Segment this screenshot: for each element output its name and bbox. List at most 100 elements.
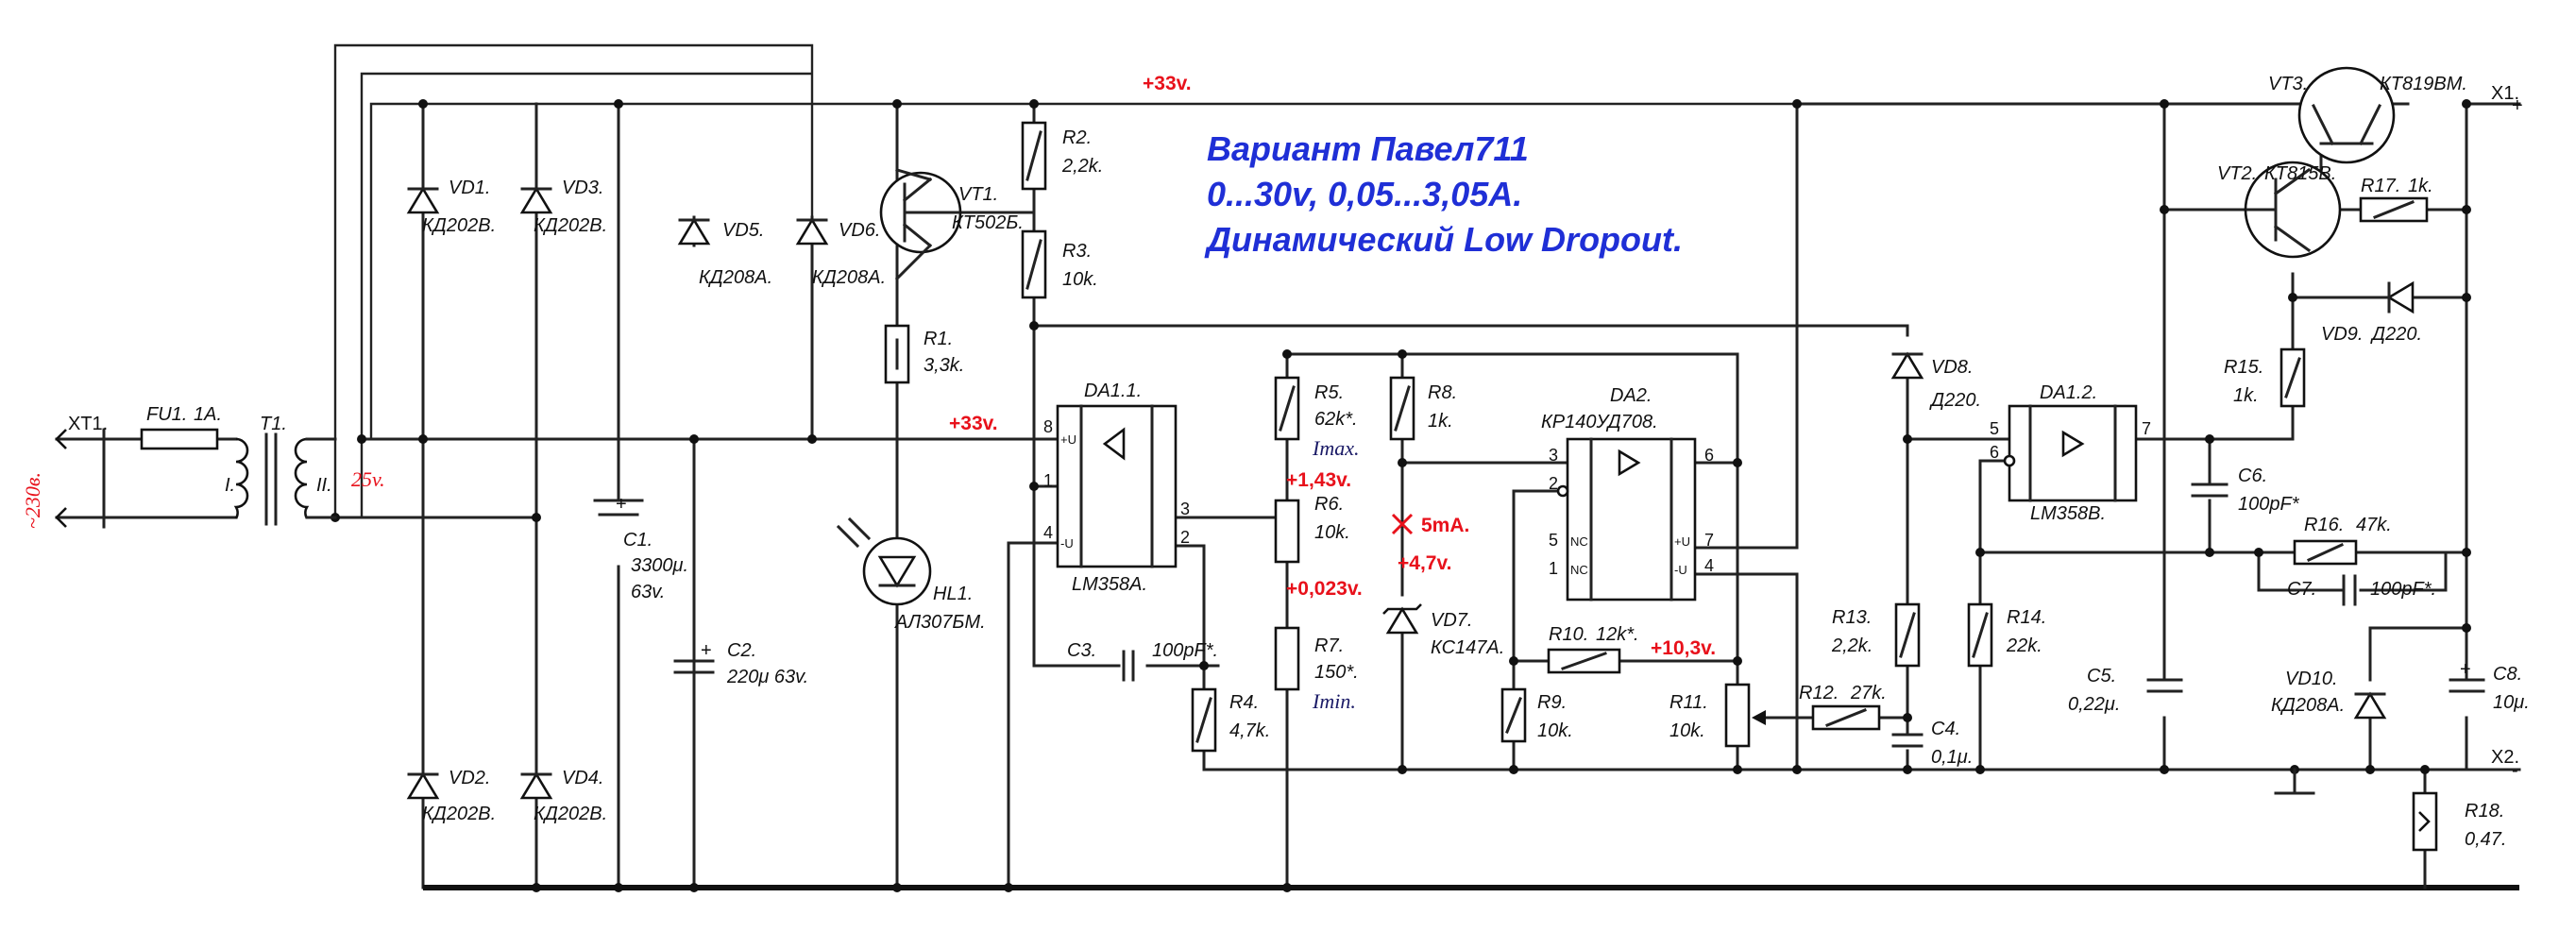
svg-text:1A.: 1A. <box>194 404 222 425</box>
svg-text:VD4.: VD4. <box>562 768 603 788</box>
svg-text:КТ815В.: КТ815В. <box>2264 163 2336 184</box>
svg-text:DA1.2.: DA1.2. <box>2040 382 2097 403</box>
svg-text:КД202В.: КД202В. <box>422 804 496 824</box>
svg-text:2: 2 <box>1180 528 1190 547</box>
svg-text:R10.: R10. <box>1549 624 1588 645</box>
svg-text:10k.: 10k. <box>1537 720 1573 741</box>
svg-text:2: 2 <box>1549 474 1558 493</box>
svg-text:R18.: R18. <box>2465 801 2504 822</box>
svg-text:+: + <box>2512 95 2523 116</box>
svg-text:+0,023v.: +0,023v. <box>1286 578 1363 600</box>
svg-text:0,47.: 0,47. <box>2465 829 2506 850</box>
cap-c2 <box>673 659 715 674</box>
svg-text:22k.: 22k. <box>2006 635 2042 656</box>
fuse-fu1 <box>140 428 219 450</box>
svg-text:VT2.: VT2. <box>2217 163 2257 184</box>
svg-text:R7.: R7. <box>1314 635 1344 656</box>
svg-text:R15.: R15. <box>2224 357 2263 378</box>
resistor-r5 <box>1274 376 1300 441</box>
svg-text:R3.: R3. <box>1062 241 1092 262</box>
svg-text:NC: NC <box>1570 563 1588 577</box>
svg-text:КР140УД708.: КР140УД708. <box>1541 412 1658 432</box>
svg-text:R12.: R12. <box>1799 683 1839 703</box>
transistor-vt3 <box>2297 66 2396 164</box>
svg-text:FU1.: FU1. <box>146 404 187 425</box>
svg-text:R17.: R17. <box>2361 176 2400 196</box>
resistor-r15 <box>2279 347 2306 408</box>
svg-text:C7.: C7. <box>2287 579 2316 600</box>
svg-text:VD6.: VD6. <box>839 220 880 241</box>
svg-text:VD5.: VD5. <box>722 220 764 241</box>
svg-text:C2.: C2. <box>727 640 756 661</box>
svg-text:КТ502Б.: КТ502Б. <box>952 212 1024 233</box>
svg-text:C3.: C3. <box>1067 640 1096 661</box>
svg-text:-U: -U <box>1060 536 1074 551</box>
svg-text:100pF*.: 100pF*. <box>1152 640 1218 661</box>
svg-text:R8.: R8. <box>1428 382 1457 403</box>
connector-labels: XT1. ~230в. X1. + X2. - <box>21 83 2523 781</box>
svg-text:+33v.: +33v. <box>949 413 998 434</box>
svg-text:Imax.: Imax. <box>1312 436 1359 460</box>
svg-text:1k.: 1k. <box>2233 385 2259 406</box>
resistor-r4 <box>1191 687 1217 753</box>
resistor-r16 <box>2293 539 2358 566</box>
svg-text:R4.: R4. <box>1229 692 1259 713</box>
svg-text:6: 6 <box>1990 443 1999 462</box>
svg-text:-: - <box>2512 760 2518 781</box>
svg-text:C4.: C4. <box>1931 719 1960 739</box>
svg-text:2,2k.: 2,2k. <box>1831 635 1873 656</box>
svg-text:7: 7 <box>1704 531 1714 550</box>
svg-text:VT1.: VT1. <box>958 184 998 205</box>
diode-vd2 <box>406 771 440 800</box>
svg-text:C1.: C1. <box>623 530 652 551</box>
svg-text:4,7k.: 4,7k. <box>1229 720 1270 741</box>
svg-text:+4,7v.: +4,7v. <box>1398 552 1451 574</box>
transistor-vt1 <box>879 168 962 281</box>
svg-text:100pF*: 100pF* <box>2238 494 2300 515</box>
svg-text:220μ 63v.: 220μ 63v. <box>726 667 808 687</box>
led-hl1 <box>836 517 932 606</box>
title-line-2: 0...30v, 0,05...3,05А. <box>1207 175 1522 213</box>
resistors <box>884 121 2438 852</box>
svg-text:КС147А.: КС147А. <box>1431 637 1504 658</box>
resistor-r13 <box>1894 602 1921 668</box>
svg-text:-U: -U <box>1674 563 1687 577</box>
svg-text:10k.: 10k. <box>1314 522 1350 543</box>
resistor-r6 <box>1274 499 1300 564</box>
resistor-r3 <box>1021 229 1047 299</box>
svg-text:XT1.: XT1. <box>68 414 108 434</box>
svg-text:II.: II. <box>316 475 332 496</box>
diode-vd5 <box>677 217 711 246</box>
svg-text:Д220.: Д220. <box>1929 390 1981 411</box>
svg-text:3: 3 <box>1180 500 1190 518</box>
svg-text:25v.: 25v. <box>351 467 385 491</box>
title-line-3: Динамический Low Dropout. <box>1204 220 1683 259</box>
cap-c5 <box>2146 678 2183 693</box>
cap-c3 <box>1122 650 1135 682</box>
svg-text:12k*.: 12k*. <box>1596 624 1639 645</box>
svg-text:VD9.: VD9. <box>2321 324 2363 345</box>
svg-text:3300μ.: 3300μ. <box>631 555 688 576</box>
svg-text:VD2.: VD2. <box>449 768 490 788</box>
svg-text:4: 4 <box>1704 556 1714 575</box>
transformer-t1 <box>233 432 337 526</box>
component-labels: FU1. 1A. T1. I. II. VD1. КД202В. VD3. КД… <box>146 74 2530 850</box>
svg-text:6: 6 <box>1704 446 1714 465</box>
svg-text:27k.: 27k. <box>1850 683 1887 703</box>
svg-text:+10,3v.: +10,3v. <box>1651 637 1716 659</box>
svg-text:I.: I. <box>225 475 235 496</box>
current-marker-icon <box>1391 513 1414 535</box>
svg-text:VT3.: VT3. <box>2268 74 2308 94</box>
resistor-r2 <box>1021 121 1047 191</box>
svg-text:VD10.: VD10. <box>2285 669 2338 689</box>
svg-text:VD3.: VD3. <box>562 178 603 198</box>
resistor-r7 <box>1274 626 1300 691</box>
svg-text:LM358A.: LM358A. <box>1072 574 1147 595</box>
svg-text:0,1μ.: 0,1μ. <box>1931 747 1973 768</box>
svg-text:+: + <box>616 494 627 515</box>
title-block: Вариант Павел711 0...30v, 0,05...3,05А. … <box>1204 129 1683 259</box>
svg-text:8: 8 <box>1043 417 1053 436</box>
diode-vd10 <box>2353 691 2387 720</box>
svg-text:КД208А.: КД208А. <box>812 267 886 288</box>
svg-text:R5.: R5. <box>1314 382 1344 403</box>
